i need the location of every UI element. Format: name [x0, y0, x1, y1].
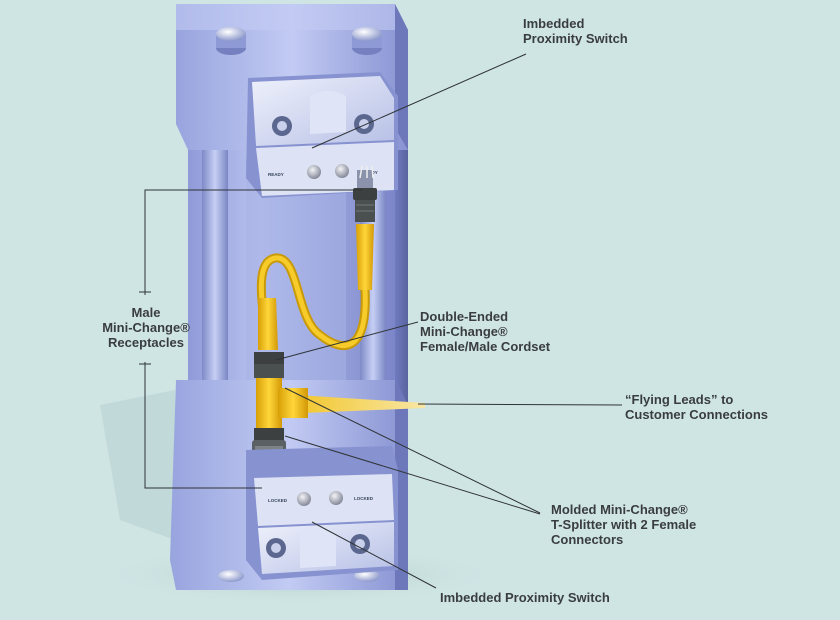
flying-leads — [280, 394, 425, 414]
leader-receptacle-bottom — [144, 362, 262, 489]
label-top-switch: Imbedded Proximity Switch — [523, 16, 628, 46]
leader-flying-leads — [417, 403, 623, 406]
top-bolt-left — [216, 27, 246, 55]
bottom-indicator-lamp-left — [297, 492, 311, 506]
top-indicator-lamp-right — [335, 164, 349, 178]
splitter-bottom-nut — [254, 428, 284, 442]
leader-bottom-switch — [311, 521, 437, 589]
leader-top-switch — [311, 53, 527, 149]
bottom-bolt-right — [354, 570, 380, 582]
cordset-cable — [256, 224, 374, 350]
top-male-receptacle — [353, 165, 377, 222]
bottom-plate-label-right: LOCKED — [354, 496, 374, 501]
leader-lines — [139, 53, 623, 589]
leader-tsplitter-2 — [284, 435, 541, 515]
top-plate-label-left: READY — [268, 172, 284, 177]
bottom-proximity-switch: LOCKED LOCKED — [246, 446, 398, 580]
leader-cordset — [275, 321, 419, 361]
cordset-male-end — [258, 298, 278, 350]
leader-receptacle-top — [144, 189, 362, 295]
label-flying-leads: “Flying Leads” to Customer Connections — [625, 392, 769, 422]
label-cordset: Double-Ended Mini-Change® Female/Male Co… — [420, 309, 551, 354]
tie-rod-left — [202, 150, 228, 390]
cordset-female-end — [356, 224, 374, 290]
label-bottom-switch: Imbedded Proximity Switch — [440, 590, 610, 605]
top-proximity-switch: READY READY — [246, 72, 398, 198]
top-bolt-right — [352, 27, 382, 55]
bottom-indicator-lamp-right — [329, 491, 343, 505]
bottom-plate-label-left: LOCKED — [268, 498, 288, 503]
top-indicator-lamp-left — [307, 165, 321, 179]
bottom-bolt-left — [218, 570, 244, 582]
label-tsplitter: Molded Mini-Change® T-Splitter with 2 Fe… — [551, 502, 697, 547]
t-splitter — [254, 352, 425, 442]
label-receptacles: Male Mini-Change® Receptacles — [102, 305, 190, 350]
leader-tsplitter-1 — [284, 387, 541, 514]
side-shadow — [100, 390, 175, 540]
splitter-top-nut — [254, 352, 284, 364]
